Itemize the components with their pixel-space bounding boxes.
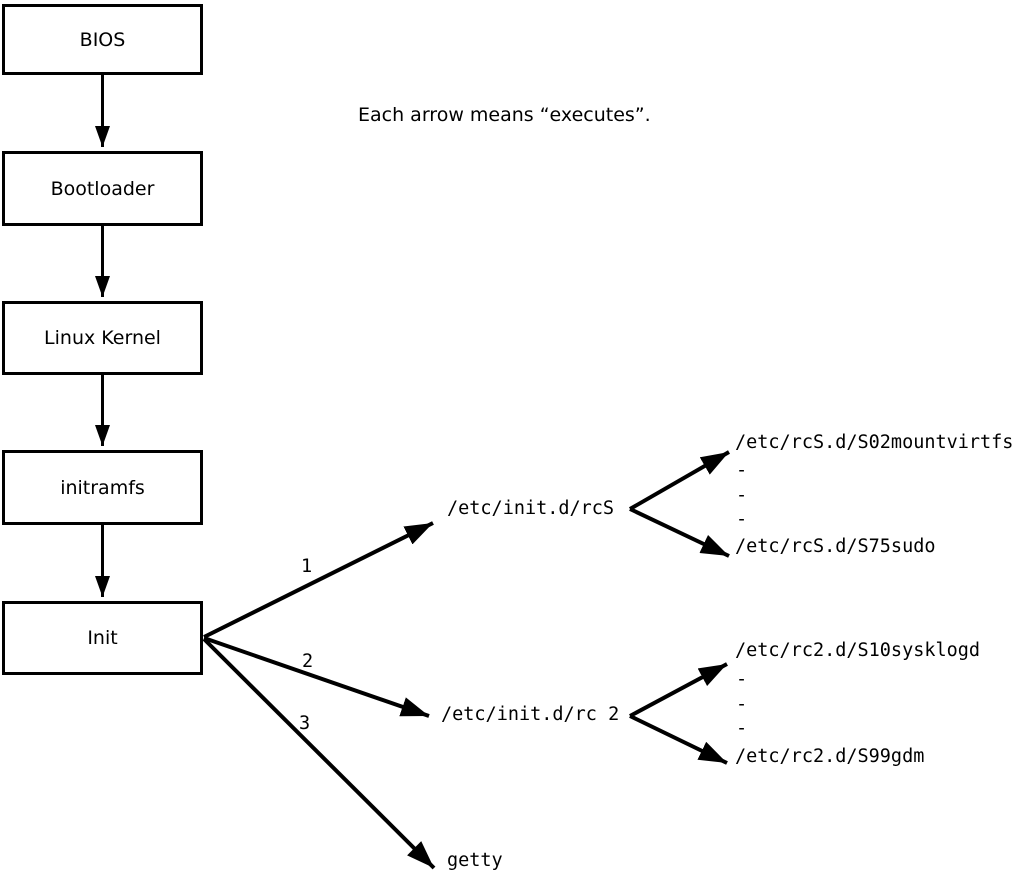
node-etc-init-d-rc2: /etc/init.d/rc 2 bbox=[441, 704, 620, 725]
arrow-rc2-to-s10 bbox=[629, 662, 728, 718]
arrow-rcs-to-s02 bbox=[629, 450, 730, 511]
rc2-ellipsis-dash-3: - bbox=[736, 718, 748, 739]
legend-note: Each arrow means “executes”. bbox=[358, 104, 651, 126]
box-init: Init bbox=[2, 601, 203, 675]
arrow-number-2: 2 bbox=[302, 651, 314, 672]
node-rc2-script-last: /etc/rc2.d/S99gdm bbox=[735, 746, 925, 767]
arrow-init-to-rcs bbox=[203, 521, 434, 639]
box-bios-label: BIOS bbox=[79, 28, 126, 51]
box-initramfs: initramfs bbox=[2, 450, 203, 525]
box-initramfs-label: initramfs bbox=[60, 476, 145, 499]
arrow-rc2-to-s99 bbox=[629, 714, 728, 765]
arrow-init-to-getty bbox=[202, 637, 436, 870]
rcs-ellipsis-dash-2: - bbox=[736, 485, 748, 506]
rc2-ellipsis-dash-2: - bbox=[736, 694, 748, 715]
arrow-number-1: 1 bbox=[301, 556, 313, 577]
arrow-init-to-rc2 bbox=[203, 636, 430, 718]
node-rc2-script-first: /etc/rc2.d/S10sysklogd bbox=[735, 640, 981, 661]
box-bios: BIOS bbox=[2, 4, 203, 75]
rc2-ellipsis-dash-1: - bbox=[736, 669, 748, 690]
arrow-number-3: 3 bbox=[299, 713, 311, 734]
arrow-rcs-to-s75 bbox=[629, 507, 730, 558]
node-rcs-script-last: /etc/rcS.d/S75sudo bbox=[735, 536, 936, 557]
rcs-ellipsis-dash-3: - bbox=[736, 509, 748, 530]
node-etc-init-d-rcs: /etc/init.d/rcS bbox=[447, 498, 615, 519]
box-bootloader: Bootloader bbox=[2, 151, 203, 226]
box-init-label: Init bbox=[87, 627, 118, 649]
box-linux-kernel: Linux Kernel bbox=[2, 301, 203, 375]
box-linux-kernel-label: Linux Kernel bbox=[44, 327, 161, 349]
node-getty: getty bbox=[447, 850, 503, 871]
box-bootloader-label: Bootloader bbox=[50, 177, 155, 200]
rcs-ellipsis-dash-1: - bbox=[736, 460, 748, 481]
node-rcs-script-first: /etc/rcS.d/S02mountvirtfs bbox=[735, 432, 1014, 453]
